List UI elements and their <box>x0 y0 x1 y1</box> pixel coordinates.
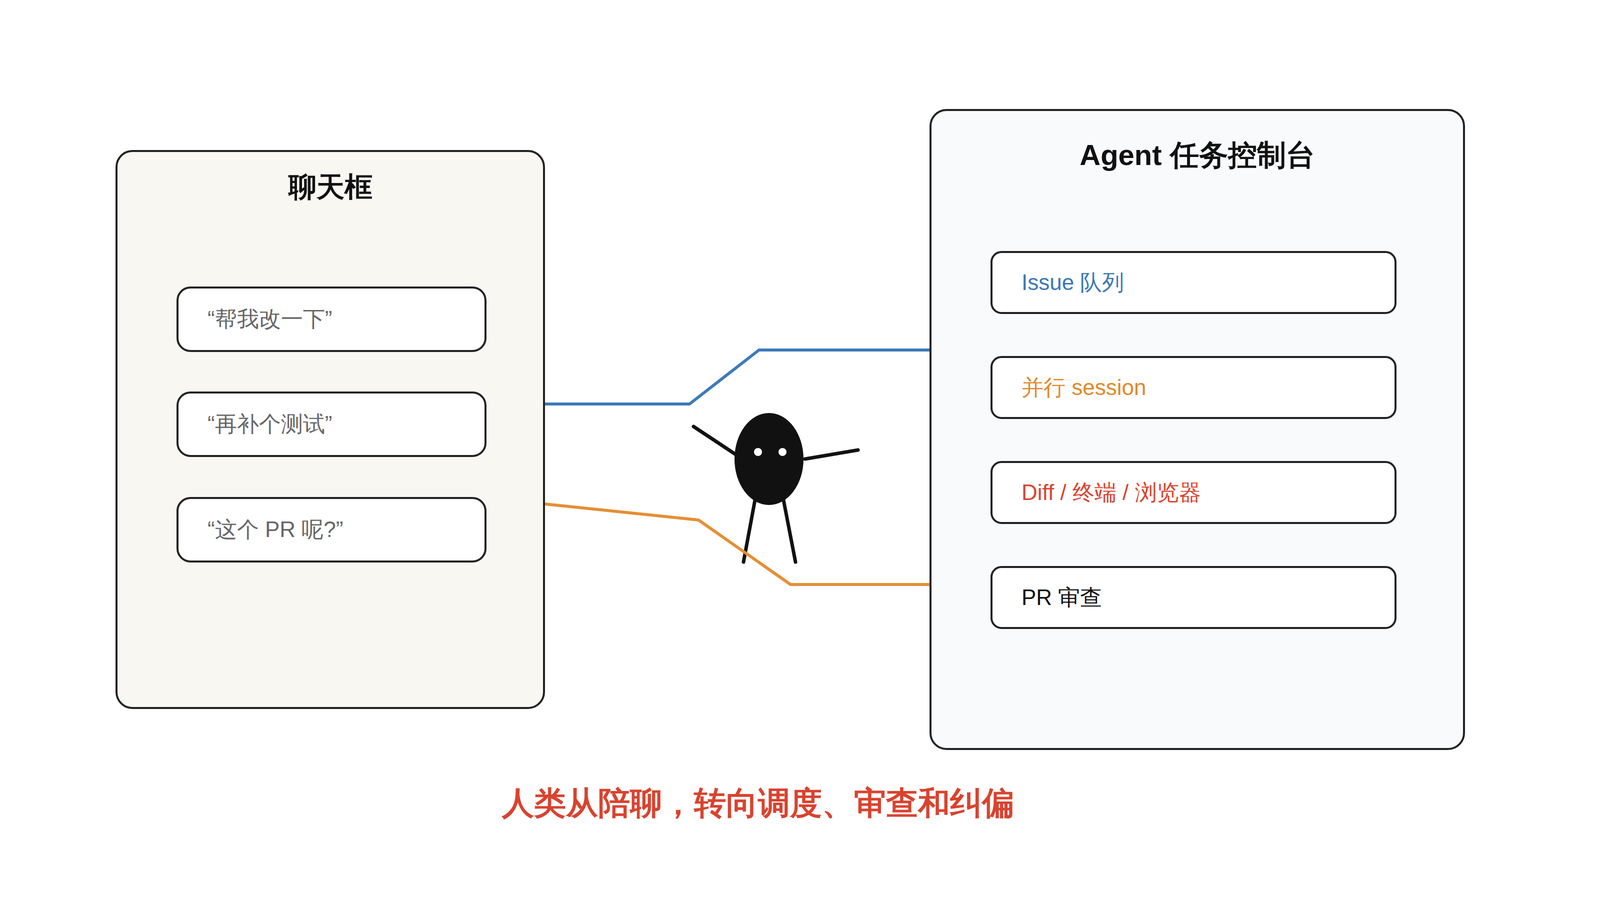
figure-body <box>734 413 804 505</box>
figure-arm <box>693 426 737 455</box>
figure-eye <box>778 448 787 456</box>
chat-message: “这个 PR 呢?” <box>176 497 487 563</box>
panel-title: Agent 任务控制台 <box>1079 138 1315 172</box>
connector-line <box>545 350 930 404</box>
item-label: PR 审查 <box>1021 585 1102 611</box>
figure-leg <box>783 500 796 562</box>
item-label: “这个 PR 呢?” <box>207 517 343 543</box>
chat-message: “帮我改一下” <box>176 286 487 352</box>
item-label: Diff / 终端 / 浏览器 <box>1021 480 1201 506</box>
item-label: 并行 session <box>1021 375 1146 401</box>
chat-message: “再补个测试” <box>176 391 487 457</box>
console-item: Diff / 终端 / 浏览器 <box>990 461 1397 524</box>
figure-eye <box>754 448 762 456</box>
console-item: 并行 session <box>990 356 1397 419</box>
console-item: PR 审查 <box>990 566 1397 629</box>
item-label: “帮我改一下” <box>207 306 332 332</box>
chat-panel: 聊天框 “帮我改一下” “再补个测试” “这个 PR 呢?” <box>115 150 545 709</box>
panel-title: 聊天框 <box>288 171 373 203</box>
connector-line <box>545 504 930 585</box>
console-panel: Agent 任务控制台 Issue 队列并行 sessionDiff / 终端 /… <box>929 109 1465 750</box>
item-label: Issue 队列 <box>1021 270 1124 296</box>
console-item: Issue 队列 <box>990 251 1397 314</box>
item-label: “再补个测试” <box>207 411 332 437</box>
caption: 人类从陪聊，转向调度、审查和纠偏 <box>502 781 1014 825</box>
figure-arm <box>805 450 858 459</box>
